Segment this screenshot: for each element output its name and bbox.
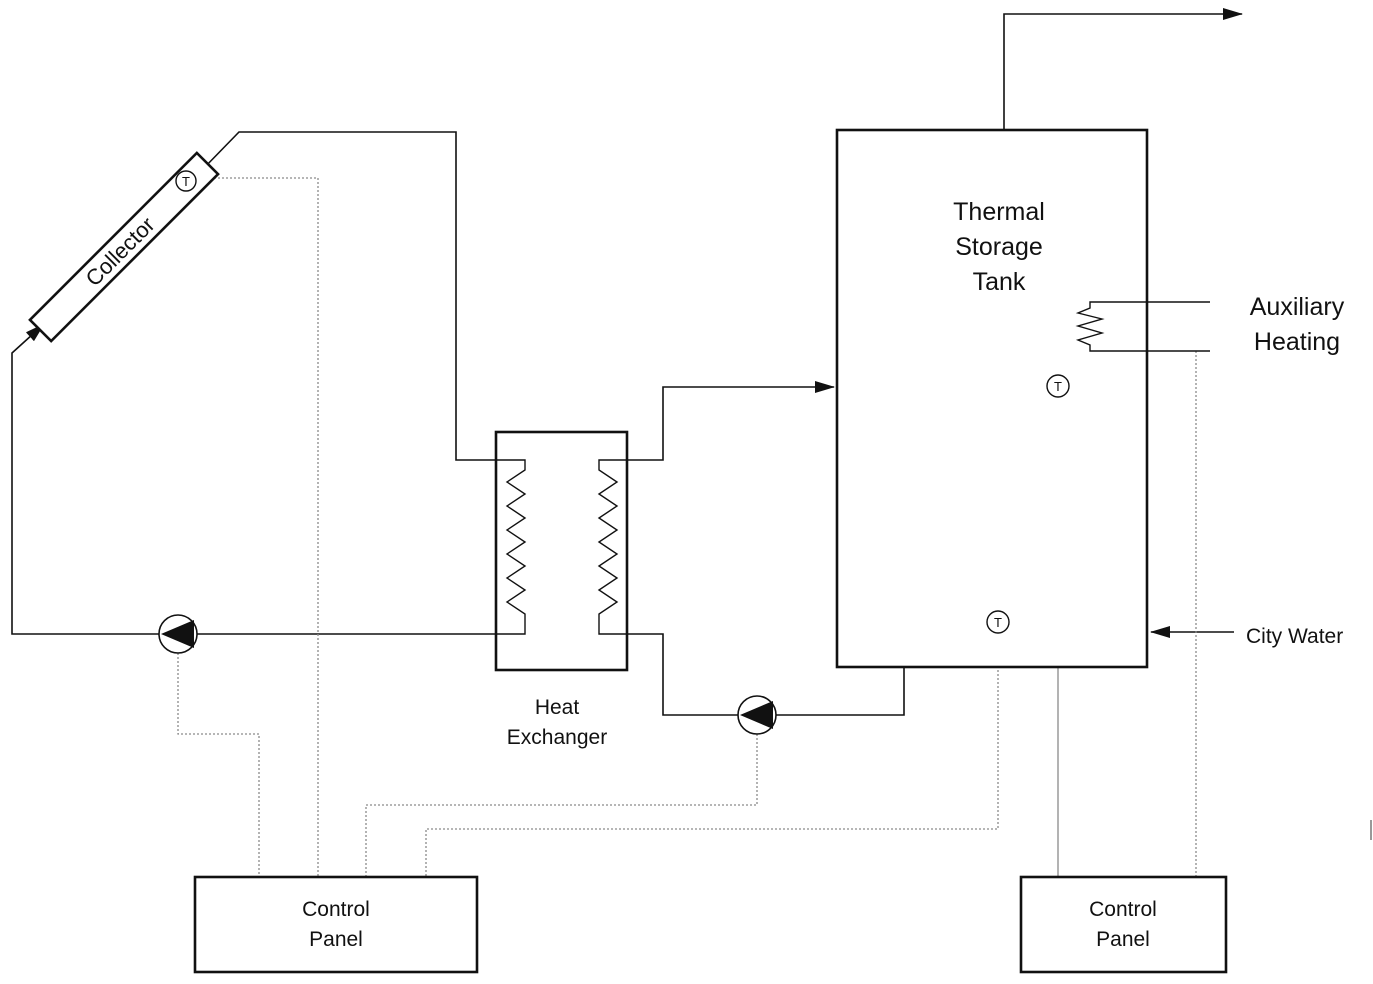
control-panel-right — [1019, 875, 1228, 974]
collector-temperature-sensor: T — [175, 170, 197, 192]
auxiliary-label-line1: Auxiliary — [1250, 293, 1345, 321]
thermal-storage-tank — [835, 128, 1149, 669]
tank-label-line3: Tank — [973, 268, 1026, 296]
heat-exchanger-coil-right — [597, 459, 627, 635]
control-panel-left-label-line2: Panel — [309, 928, 363, 951]
heat-exchanger-box — [494, 430, 629, 672]
control-panel-right-label-line1: Control — [1089, 898, 1157, 921]
collector-sensor-wire — [198, 177, 319, 876]
collector-pump-wire — [177, 653, 260, 876]
heat-exchanger-label-line2: Exchanger — [507, 726, 607, 749]
control-panel-left — [193, 875, 479, 974]
tank-label-line1: Thermal — [953, 198, 1045, 226]
collector-label: Collector — [81, 212, 160, 291]
tank-to-hx-pipe-a — [775, 668, 905, 716]
tank-bottom-temperature-sensor: T — [986, 610, 1010, 634]
tank-label-line2: Storage — [955, 233, 1043, 261]
tank-bottom-sensor-wire — [425, 634, 999, 876]
auxiliary-heater-element — [1075, 301, 1210, 352]
hx-to-tank-pipe — [627, 381, 835, 461]
heat-exchanger-coil-left — [497, 459, 527, 635]
heat-exchanger-label-line1: Heat — [535, 696, 580, 719]
tank-upper-temperature-sensor: T — [1046, 374, 1070, 398]
collector-supply-pipe — [201, 131, 497, 461]
collector-return-pipe-left — [11, 323, 160, 635]
tank-pump-wire — [365, 734, 758, 876]
control-panel-right-label-line2: Panel — [1096, 928, 1150, 951]
hot-water-outlet-pipe — [1003, 8, 1243, 130]
sensor-t-symbol: T — [1054, 379, 1062, 394]
control-panel-left-label-line1: Control — [302, 898, 370, 921]
tank-pump — [737, 695, 777, 735]
city-water-label: City Water — [1246, 625, 1343, 648]
auxiliary-label-line2: Heating — [1254, 328, 1340, 356]
sensor-t-symbol: T — [182, 174, 190, 189]
tank-to-hx-pipe-b — [627, 633, 738, 716]
sensor-t-symbol: T — [994, 615, 1002, 630]
collector-pump — [158, 614, 198, 654]
